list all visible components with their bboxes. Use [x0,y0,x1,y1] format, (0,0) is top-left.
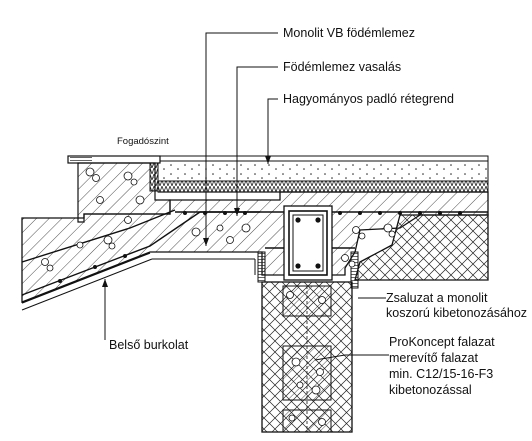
label-slab-rebar: Födémlemez vasalás [283,60,401,74]
aggregate-stones [41,167,396,426]
label-formwork-line2: koszorú kibetonozásához [386,306,527,320]
floor-layer-build-up [157,155,489,193]
prokoncept-wall [261,281,353,433]
landing-step [67,155,171,223]
ring-beam [283,205,333,281]
leader-lines [104,32,389,361]
label-wall-line3: min. C12/15-16-F3 [389,367,493,381]
label-floor-layers: Hagyományos padló rétegrend [283,92,454,106]
leader-arrowheads [102,156,271,287]
label-wall-line4: kibetonozással [389,383,472,397]
label-formwork-line1: Zsaluzat a monolit [386,291,488,305]
label-landing-level: Fogadószint [117,136,169,147]
label-monolit-slab: Monolit VB födémlemez [283,26,415,40]
label-wall-line1: ProKoncept falazat [389,335,495,349]
label-wall-line2: merevítő falazat [389,351,478,365]
label-inner-cladding: Belső burkolat [109,338,189,352]
